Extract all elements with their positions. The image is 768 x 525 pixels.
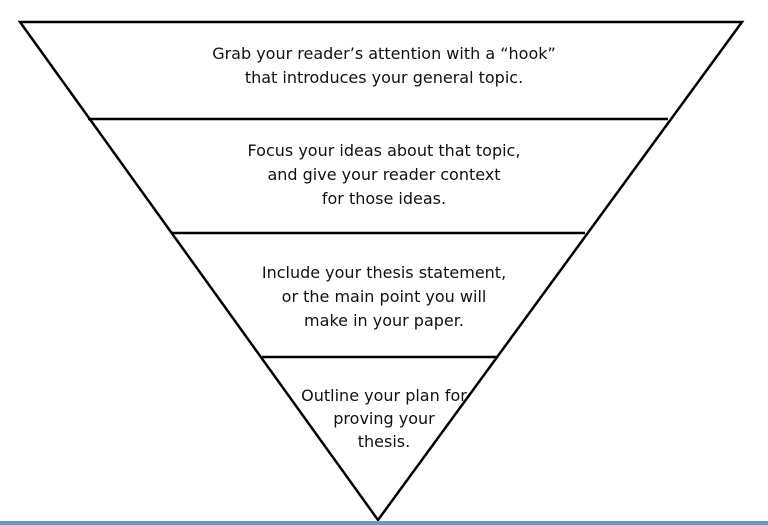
tier-thesis-text: Include your thesis statement, or the ma… <box>220 261 548 333</box>
tier-hook-text: Grab your reader’s attention with a “hoo… <box>184 42 584 90</box>
triangle-outline <box>17 20 745 523</box>
bottom-border <box>0 521 768 525</box>
tier-3-line-1: Include your thesis statement, <box>261 263 507 282</box>
tier-4-line-3: thesis. <box>357 432 411 451</box>
tier-2-line-2: and give your reader context <box>267 165 501 184</box>
tier-2-line-1: Focus your ideas about that topic, <box>247 141 521 160</box>
tier-3-line-3: make in your paper. <box>304 311 464 330</box>
tier-2-line-3: for those ideas. <box>321 189 447 208</box>
tier-4-line-2: proving your <box>333 409 435 428</box>
tier-4-line-1: Outline your plan for <box>301 386 467 405</box>
tier-context-text: Focus your ideas about that topic, and g… <box>200 139 568 211</box>
tier-1-line-2: that introduces your general topic. <box>244 68 524 87</box>
tier-3-line-2: or the main point you will <box>281 287 487 306</box>
tier-1-line-1: Grab your reader’s attention with a “hoo… <box>212 44 556 63</box>
tier-outline-text: Outline your plan for proving your thesi… <box>280 384 488 453</box>
